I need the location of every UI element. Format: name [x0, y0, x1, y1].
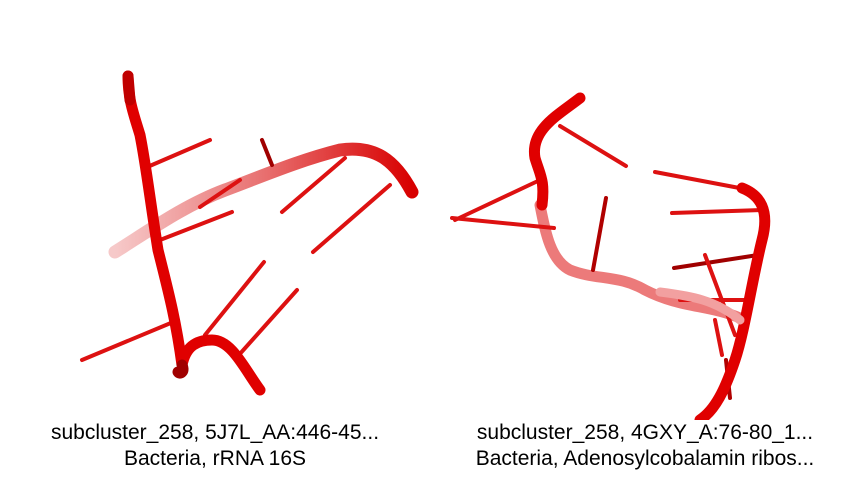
backbone-front-strand [122, 70, 266, 396]
base-sticks-right [450, 124, 764, 400]
caption-subtitle: Bacteria, rRNA 16S [123, 447, 307, 470]
rna-structure-left [80, 70, 419, 396]
backbone-front-strand [528, 92, 586, 211]
rna-structure-right [450, 92, 771, 420]
backbone-back-strand [108, 142, 419, 259]
structure-panel-right: subcluster_258, 4GXY_A:76-80_1... Bacter… [430, 0, 860, 480]
caption-left: subcluster_258, 5J7L_AA:446-45... Bacter… [0, 420, 430, 472]
caption-title: subcluster_258, 4GXY_A:76-80_1... [476, 421, 814, 444]
caption-title: subcluster_258, 5J7L_AA:446-45... [50, 421, 380, 444]
backbone-middle-strand [534, 199, 746, 324]
caption-subtitle: Bacteria, Adenosylcobalamin ribos... [475, 447, 815, 470]
backbone-right-strand [694, 182, 771, 420]
base-sticks-left [80, 138, 392, 362]
structure-panel-left: subcluster_258, 5J7L_AA:446-45... Bacter… [0, 70, 430, 472]
caption-right: subcluster_258, 4GXY_A:76-80_1... Bacter… [430, 420, 860, 472]
